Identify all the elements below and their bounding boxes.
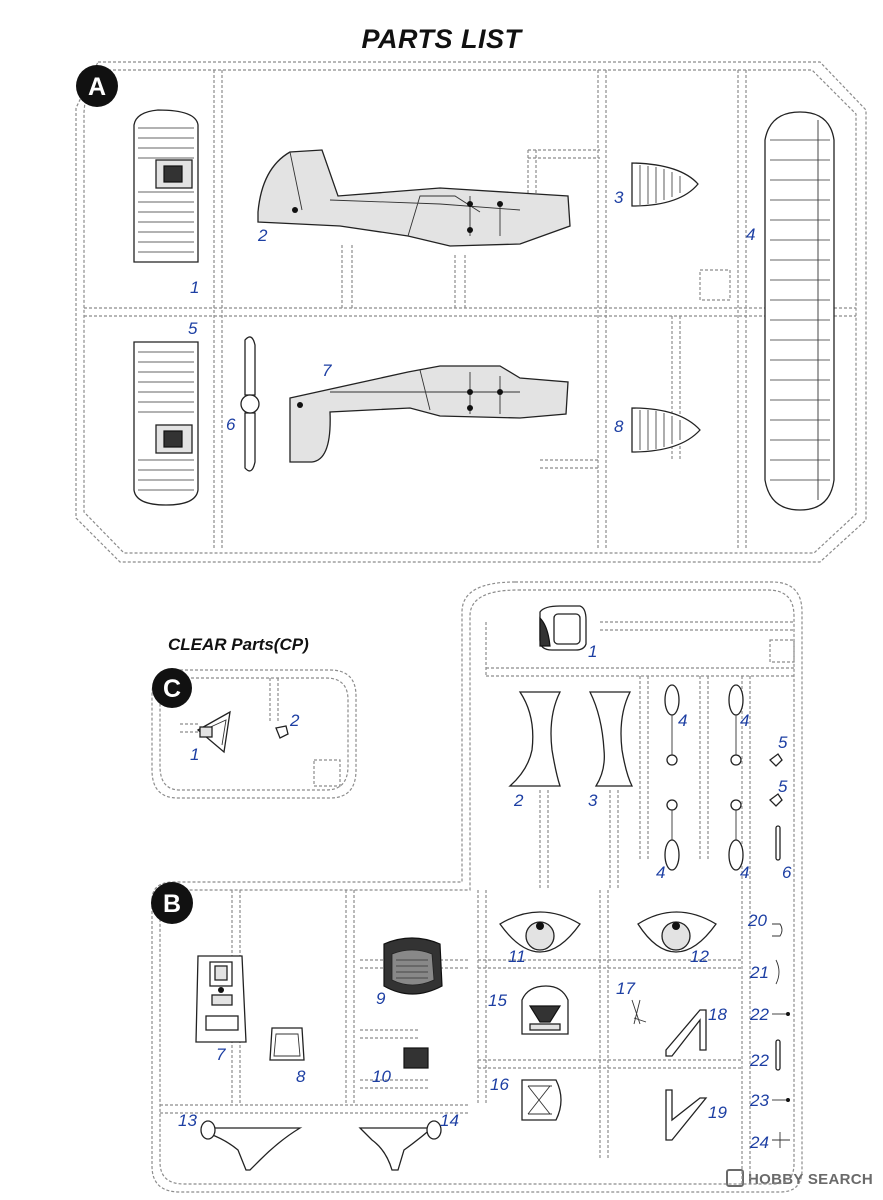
b-label-22a: 22: [749, 1005, 769, 1024]
b-label-14: 14: [440, 1111, 459, 1130]
sprue-b-part-19: [665, 1089, 708, 1141]
sprue-b-part-23: [775, 1039, 781, 1071]
sprue-b-part-15: [521, 985, 569, 1035]
a-label-4: 4: [746, 225, 755, 244]
sprue-b-part-16: [521, 1079, 562, 1121]
c-label-1: 1: [190, 745, 199, 764]
a-label-8: 8: [614, 417, 624, 436]
b-label-2: 2: [513, 791, 524, 810]
clear-parts-heading: CLEAR Parts(CP): [168, 635, 309, 654]
sprue-b-part-22b: [772, 1098, 790, 1102]
sprue-b-part-10: [403, 1047, 429, 1069]
b-label-4b: 4: [740, 711, 749, 730]
sprue-b-letter: B: [163, 890, 181, 918]
b-label-10: 10: [372, 1067, 391, 1086]
b-label-20: 20: [747, 911, 767, 930]
c-label-2: 2: [289, 711, 300, 730]
sprue-a-part-1: [133, 109, 199, 263]
sprue-b-part-11: [499, 911, 581, 953]
b-label-9: 9: [376, 989, 386, 1008]
b-label-7: 7: [216, 1045, 226, 1064]
b-label-17: 17: [616, 979, 635, 998]
b-label-21: 21: [749, 963, 769, 982]
a-label-2: 2: [257, 226, 268, 245]
sprue-a-part-7: [289, 365, 569, 463]
sprue-a-part-3: [631, 162, 699, 207]
b-label-3: 3: [588, 791, 598, 810]
b-label-19: 19: [708, 1103, 727, 1122]
sprue-b-part-24: [772, 1132, 790, 1148]
a-label-1: 1: [190, 278, 199, 297]
sprue-c-frame: [151, 669, 357, 799]
b-label-4d: 4: [740, 863, 749, 882]
sprue-b-part-5b: [769, 793, 783, 807]
sprue-a-badge: [76, 65, 118, 107]
a-label-6: 6: [226, 415, 236, 434]
b-label-12: 12: [690, 947, 709, 966]
sprue-b-part-4c: [664, 799, 680, 871]
b-label-4c: 4: [656, 863, 665, 882]
sprue-b-part-4b: [728, 684, 744, 766]
b-label-8: 8: [296, 1067, 306, 1086]
b-label-6: 6: [782, 863, 792, 882]
a-label-5: 5: [188, 319, 198, 338]
page-title: PARTS LIST: [361, 24, 522, 54]
b-label-18: 18: [708, 1005, 727, 1024]
sprue-c-badge: [152, 668, 192, 708]
sprue-b-part-17: [631, 999, 647, 1025]
b-label-5b: 5: [778, 777, 788, 796]
sprue-b-part-13: [200, 1120, 303, 1171]
a-label-3: 3: [614, 188, 624, 207]
sprue-a-part-5: [133, 341, 199, 506]
sprue-b: B: [151, 581, 803, 1193]
sprue-a: A: [75, 61, 867, 563]
sprue-b-part-6: [775, 825, 781, 861]
sprue-b-frame: [151, 581, 803, 1193]
clear-part-1-windscreen: [196, 710, 231, 754]
sprue-a-part-6: [240, 336, 260, 472]
sprue-a-part-2: [257, 149, 571, 247]
sprue-b-part-4a: [664, 684, 680, 766]
sprue-b-part-18: [665, 1009, 707, 1057]
b-label-16: 16: [490, 1075, 509, 1094]
a-label-7: 7: [322, 361, 332, 380]
watermark-logo-icon: [725, 1169, 744, 1187]
sprue-a-runners: [84, 70, 856, 548]
sprue-b-part-2: [508, 691, 562, 787]
b-label-1: 1: [588, 642, 597, 661]
b-label-23: 22: [749, 1051, 769, 1070]
sprue-b-part-4d: [728, 799, 744, 871]
sprue-b-part-3: [588, 691, 634, 787]
sprue-a-part-4: [764, 111, 835, 511]
sprue-b-part-8: [269, 1027, 305, 1061]
sprue-b-part-1: [539, 605, 587, 651]
sprue-a-part-8: [631, 407, 701, 453]
sprue-b-part-22a: [772, 1012, 790, 1016]
b-label-15: 15: [488, 991, 507, 1010]
clear-part-2: [275, 725, 289, 739]
b-label-24: 24: [749, 1133, 769, 1152]
sprue-c: C 1 2: [151, 668, 357, 799]
sprue-b-part-5a: [769, 753, 783, 767]
b-label-22b: 23: [749, 1091, 769, 1110]
sprue-b-badge: [151, 882, 193, 924]
b-label-5a: 5: [778, 733, 788, 752]
b-label-11: 11: [508, 947, 526, 966]
sprue-a-frame: [75, 61, 867, 563]
b-label-13: 13: [178, 1111, 197, 1130]
b-label-4a: 4: [678, 711, 687, 730]
sprue-a-inner-frame: [83, 69, 857, 554]
sprue-b-part-14: [358, 1120, 442, 1171]
sprue-b-part-12: [637, 911, 717, 953]
sprue-a-letter: A: [88, 73, 106, 101]
sprue-c-letter: C: [163, 675, 181, 703]
sprue-b-part-9: [383, 937, 443, 995]
sprue-b-part-7: [195, 955, 247, 1043]
sprue-b-part-21: [775, 959, 780, 985]
sprue-b-part-20: [772, 923, 783, 937]
